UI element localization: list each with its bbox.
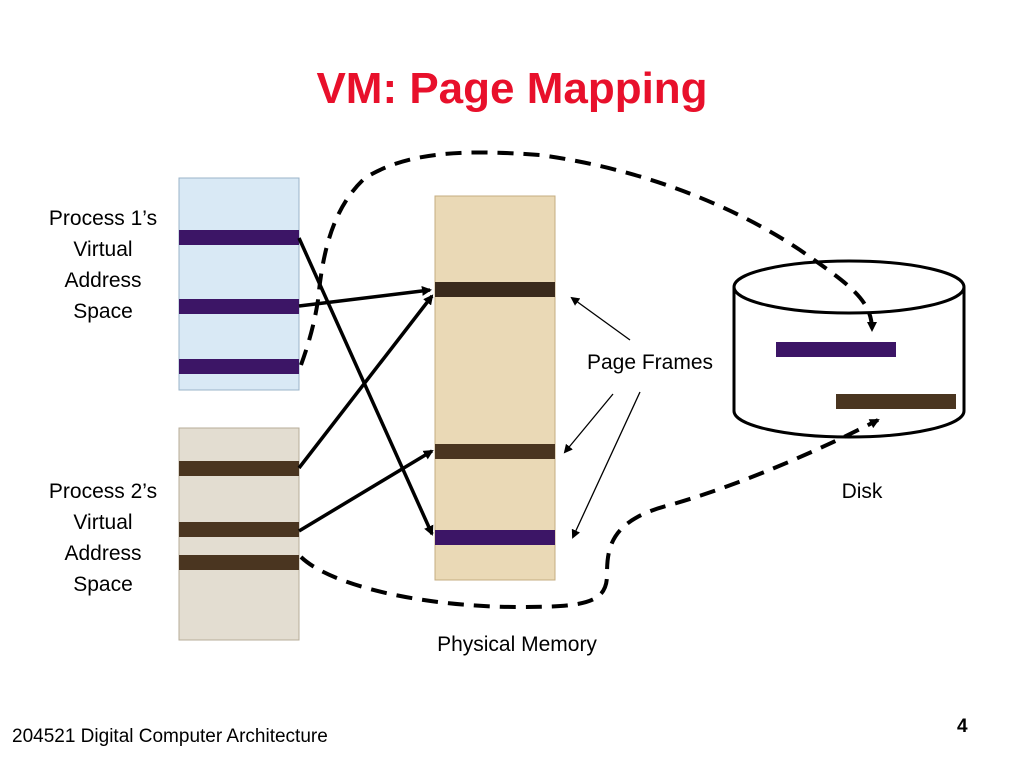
pointer-to-frame3 [571,391,641,539]
process1-label-line1: Process 1’s [48,207,158,230]
slide-title: VM: Page Mapping [316,64,708,113]
dashed-path-process1-to-disk [299,150,877,366]
process2-label: Process 2’s Virtual Address Space [28,476,178,600]
process1-page-3 [179,359,299,374]
arrow-p2-page1-to-frame1 [297,294,434,470]
dashed-path-process2-to-disk [299,418,880,610]
disk-cylinder [732,259,966,439]
page-number: 4 [957,716,968,737]
process1-address-space [178,177,300,391]
process2-label-line1: Process 2’s [48,480,158,503]
process1-label-line2: Virtual [73,238,133,261]
pointer-to-frame2 [563,393,614,454]
page-frame-3 [435,530,555,545]
physical-memory-box [434,195,556,581]
footer-course-name: 204521 Digital Computer Architecture [12,726,328,747]
arrow-p2-page2-to-frame2 [298,449,434,533]
process1-page-2 [179,299,299,314]
arrow-p1-page2-to-frame1 [298,286,432,308]
physical-memory [434,195,556,581]
page-frame-1 [435,282,555,297]
page-frames-pointers [563,296,641,539]
process2-page-2 [179,522,299,537]
process2-address-space [178,427,300,641]
page-frame-2 [435,444,555,459]
physical-memory-label: Physical Memory [437,633,597,656]
process1-label-line4: Space [73,300,133,323]
process1-space-box [178,177,300,391]
process1-page-1 [179,230,299,245]
page-frames-label: Page Frames [586,351,714,374]
disk-page-1 [776,342,896,357]
disk-paths [299,150,880,610]
process2-label-line3: Address [64,542,142,565]
process1-label-line3: Address [64,269,142,292]
process2-page-3 [179,555,299,570]
disk-label: Disk [841,480,883,503]
process1-label: Process 1’s Virtual Address Space [28,203,178,327]
process2-page-1 [179,461,299,476]
process2-label-line2: Virtual [73,511,133,534]
pointer-to-frame1 [570,296,631,341]
process2-label-line4: Space [73,573,133,596]
disk-page-2 [836,394,956,409]
disk-top [732,259,966,315]
